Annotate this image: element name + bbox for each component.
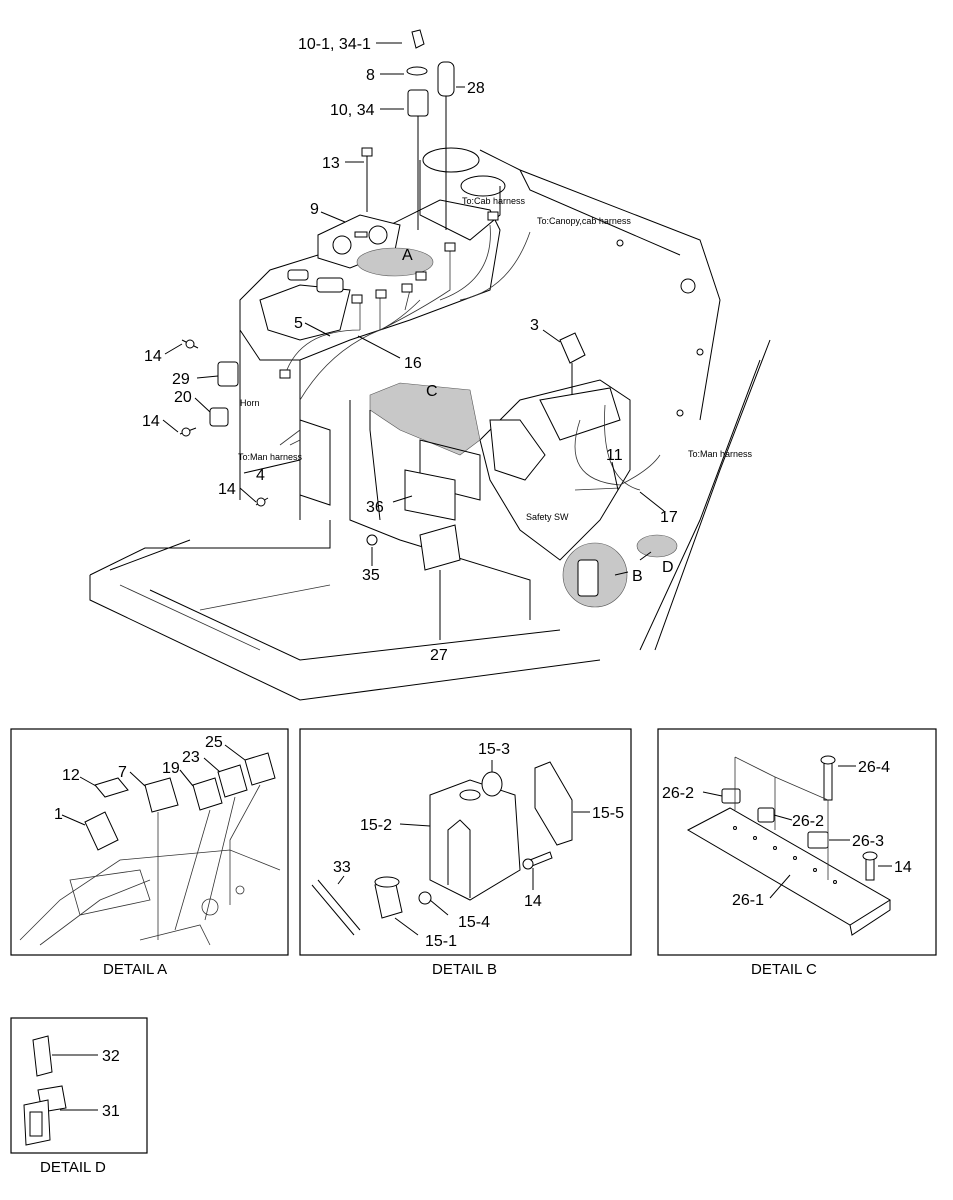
callout-c-26-3: 26-3: [852, 833, 884, 850]
callout-c-26-2a: 26-2: [662, 785, 694, 802]
switch-23: [217, 764, 248, 798]
detail-b-caption: DETAIL B: [432, 961, 497, 978]
note-main-harness-right: To:Man harness: [688, 449, 753, 459]
note-horn: Horn: [240, 398, 260, 408]
note-main-harness-left: To:Man harness: [238, 452, 303, 462]
callout-b-15-3: 15-3: [478, 741, 510, 758]
callout-35: 35: [362, 567, 380, 584]
bolt-14: [865, 857, 875, 881]
callout-c-26-1: 26-1: [732, 892, 764, 909]
bracket-15-5: [534, 761, 573, 846]
callout-3: 3: [530, 317, 539, 334]
callout-b: B: [632, 568, 643, 585]
callout-c-26-4: 26-4: [858, 759, 890, 776]
grommet-15-4: [418, 891, 432, 905]
callout-d-31: 31: [102, 1103, 120, 1120]
detail-a-caption: DETAIL A: [103, 961, 167, 978]
switch-31: [23, 1099, 51, 1146]
callout-c-14: 14: [894, 859, 912, 876]
detail-c-marker: [369, 382, 481, 456]
callout-c-26-2b: 26-2: [792, 813, 824, 830]
callout-b-15-5: 15-5: [592, 805, 624, 822]
switch-7: [144, 777, 179, 813]
callout-b-15-4: 15-4: [458, 914, 490, 931]
callout-a-7: 7: [118, 764, 127, 781]
bolt-26-4: [823, 762, 833, 801]
callout-10-34: 10, 34: [330, 102, 375, 119]
callout-b-14: 14: [524, 893, 542, 910]
callout-20: 20: [174, 389, 192, 406]
callout-14-top: 14: [144, 348, 162, 365]
note-safety-sw: Safety SW: [526, 512, 569, 522]
label-32: [32, 1035, 53, 1077]
callout-10-1-34-1: 10-1, 34-1: [298, 36, 371, 53]
detail-b-panel: 15-3 15-2 15-5 33 15-4 14 15-1 DETAIL B: [299, 728, 632, 978]
callout-9: 9: [310, 201, 319, 218]
callout-13: 13: [322, 155, 340, 172]
detail-d-frame: [10, 1017, 148, 1154]
callout-16: 16: [404, 355, 422, 372]
callout-17: 17: [660, 509, 678, 526]
detail-a-marker: [356, 247, 434, 277]
cap-15-3: [481, 771, 503, 797]
callout-a-12: 12: [62, 767, 80, 784]
callout-b-15-1: 15-1: [425, 933, 457, 950]
callout-d: D: [662, 559, 674, 576]
callout-d-32: 32: [102, 1048, 120, 1065]
callout-27: 27: [430, 647, 448, 664]
callout-a-23: 23: [182, 749, 200, 766]
switch-19: [192, 777, 223, 811]
detail-d-marker: [636, 534, 678, 558]
callout-a-1: 1: [54, 806, 63, 823]
main-callouts: 10-1, 34-1 8 28 10, 34 13 9 A 5 16 14 29…: [142, 36, 753, 664]
relay-26-2b: [757, 807, 775, 823]
switch-25: [244, 752, 276, 786]
callout-8: 8: [366, 67, 375, 84]
detail-c-frame: [657, 728, 937, 956]
detail-a-panel: 12 7 19 23 25 1 DETAIL A: [10, 728, 289, 978]
callout-b-33: 33: [333, 859, 351, 876]
callout-a: A: [402, 247, 413, 264]
relay-26-2a: [721, 788, 741, 804]
callout-b-15-2: 15-2: [360, 817, 392, 834]
callout-14-mid: 14: [142, 413, 160, 430]
callout-14-bottom: 14: [218, 481, 236, 498]
callout-28: 28: [467, 80, 485, 97]
main-view: [89, 29, 771, 701]
relay-26-3: [807, 831, 829, 849]
callout-5: 5: [294, 315, 303, 332]
callout-29: 29: [172, 371, 190, 388]
callout-4: 4: [256, 467, 265, 484]
detail-b-frame: [299, 728, 632, 956]
plate-26-1: [686, 807, 891, 926]
detail-a-frame: [10, 728, 289, 956]
switch-1: [84, 811, 119, 851]
note-canopy-harness: To:Canopy,cab harness: [537, 216, 631, 226]
note-cab-harness: To:Cab harness: [462, 196, 526, 206]
detail-d-panel: 32 31 DETAIL D: [10, 1017, 148, 1176]
tank-15-2: [429, 779, 521, 901]
callout-a-25: 25: [205, 734, 223, 751]
callout-36: 36: [366, 499, 384, 516]
detail-c-panel: 26-2 26-4 26-2 26-3 14 26-1 DETAIL C: [657, 728, 937, 978]
detail-d-caption: DETAIL D: [40, 1159, 106, 1176]
callout-11: 11: [606, 447, 623, 464]
callout-c: C: [426, 383, 438, 400]
cover-12: [94, 777, 129, 798]
callout-a-19: 19: [162, 760, 180, 777]
detail-c-caption: DETAIL C: [751, 961, 817, 978]
